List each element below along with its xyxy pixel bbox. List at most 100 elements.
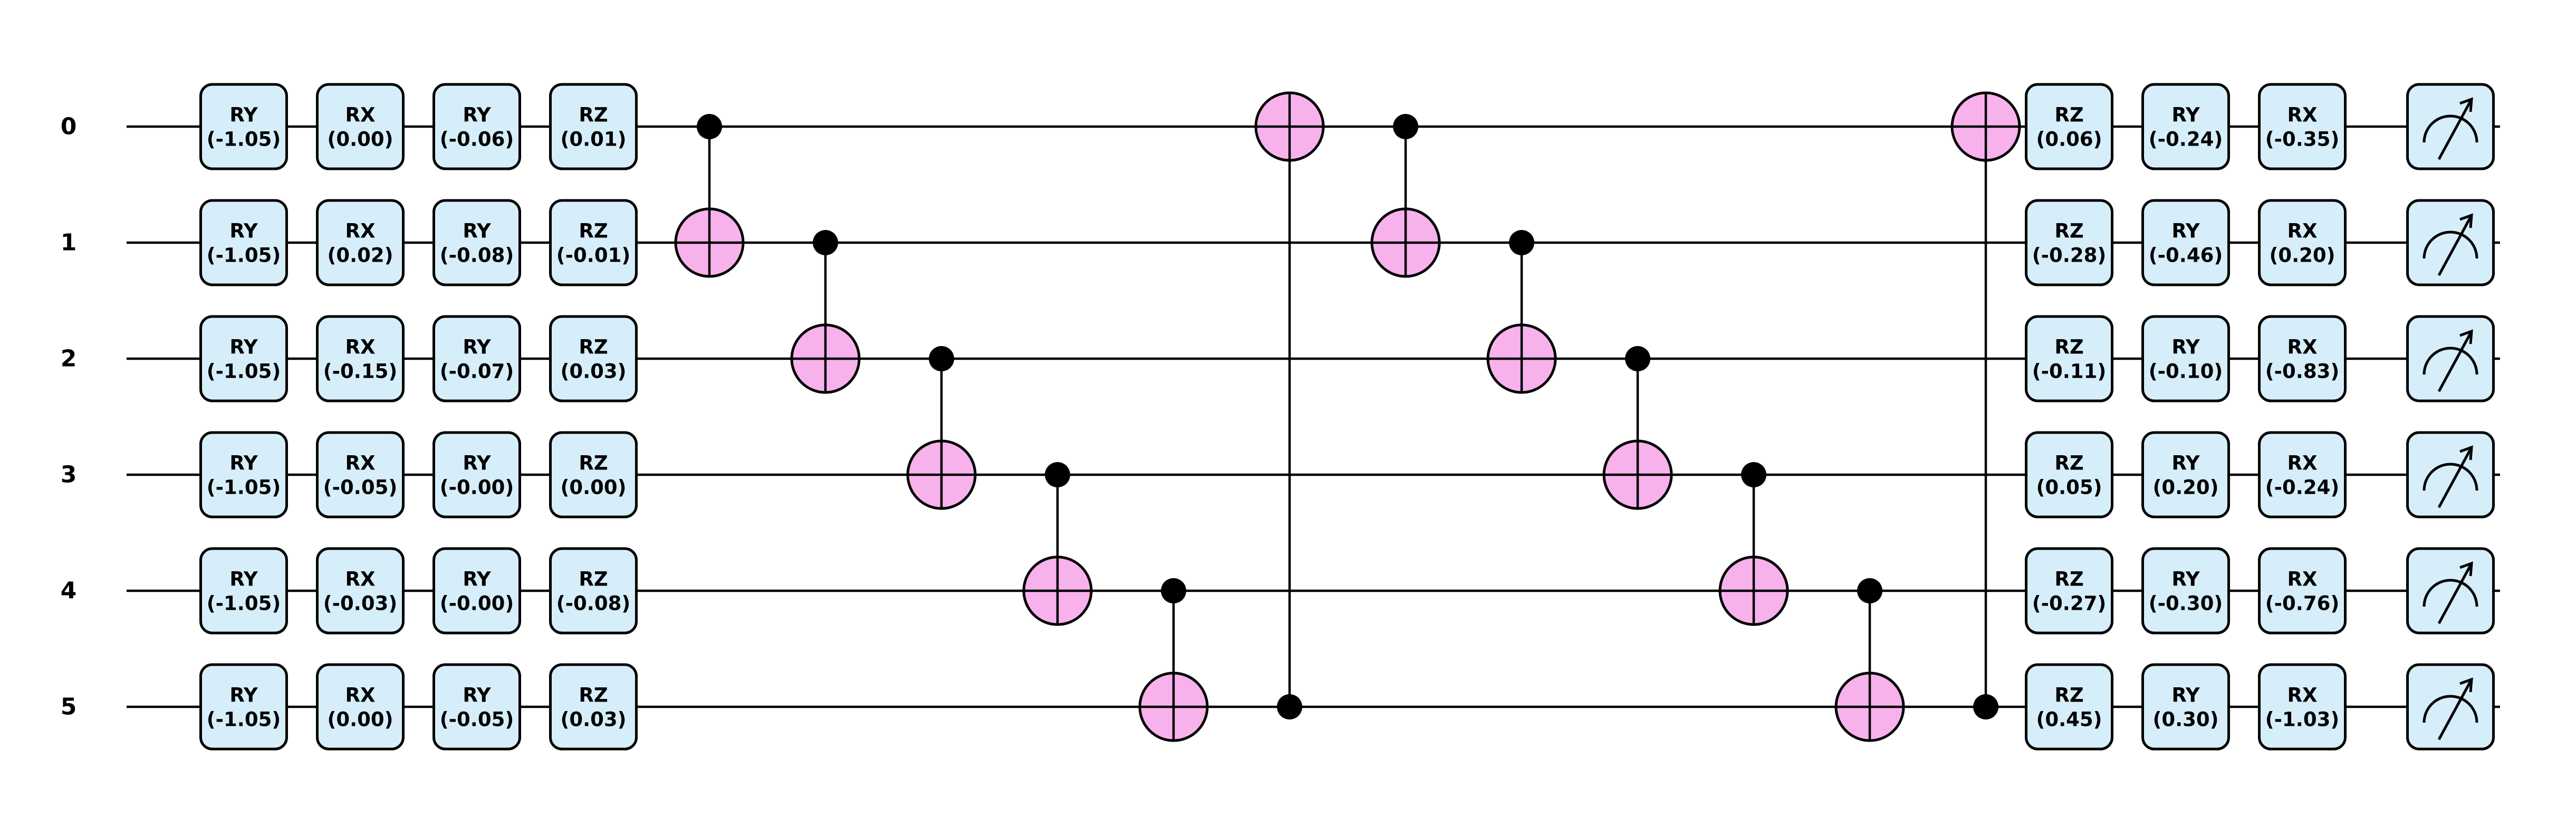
gate-name: RX [345,220,375,243]
gate-name: RY [463,336,491,359]
meter-arrowhead-icon [2459,677,2473,693]
gate-box [199,547,288,635]
rotation-gate-rx: RX(0.00) [316,663,405,751]
gate-param: (0.20) [2269,244,2335,267]
gate-param: (-0.27) [2032,592,2106,615]
gate-name: RX [345,684,375,707]
gate-name: RY [463,452,491,475]
gate-param: (-0.00) [440,476,514,499]
gate-box [2141,83,2230,170]
rotation-gate-rx: RX(-1.03) [2258,663,2347,751]
rotation-gate-rz: RZ(0.03) [549,315,638,402]
measurement-gate [2406,315,2495,402]
meter-arc-icon [2423,579,2478,607]
control-dot [1161,578,1186,603]
rotation-gate-ry: RY(-0.05) [432,663,521,751]
gate-param: (0.03) [560,708,626,731]
gate-name: RZ [2054,684,2083,707]
rotation-gate-ry: RY(-1.05) [199,315,288,402]
measurement-gate [2406,547,2495,635]
meter-arc-icon [2423,695,2478,723]
gate-box [432,431,521,519]
gate-name: RY [2171,104,2200,127]
gate-param: (-0.76) [2265,592,2339,615]
gate-param: (-1.05) [207,708,281,731]
gate-name: RY [2171,220,2200,243]
meter-box [2406,83,2495,170]
gate-box [549,547,638,635]
gate-param: (0.00) [560,476,626,499]
gate-box [432,83,521,170]
gate-box [2025,199,2113,286]
meter-arc-icon [2423,463,2478,491]
meter-arc-icon [2423,114,2478,143]
gate-box [2141,199,2230,286]
measurement-gate [2406,431,2495,519]
cnot-gate [1370,114,1441,278]
gate-param: (0.00) [327,128,393,151]
rotation-gate-rx: RX(-0.76) [2258,547,2347,635]
meter-needle-icon [2437,330,2473,392]
gate-name: RX [345,568,375,591]
gate-name: RZ [2054,336,2083,359]
rotation-gate-ry: RY(0.30) [2141,663,2230,751]
gate-name: RY [229,104,258,127]
qubit-label: 0 [61,113,77,140]
gate-box [2258,547,2347,635]
rotation-gate-rx: RX(-0.24) [2258,431,2347,519]
gate-param: (0.01) [560,128,626,151]
cnot-gate [1950,91,2021,719]
cnot-gate [1602,346,1673,510]
gate-name: RZ [579,336,608,359]
gate-box [2025,83,2113,170]
control-dot [1741,462,1766,487]
gate-param: (0.30) [2152,708,2218,731]
gate-param: (0.03) [560,360,626,383]
gate-name: RX [345,104,375,127]
rotation-gate-rx: RX(-0.35) [2258,83,2347,170]
gate-param: (-0.05) [323,476,397,499]
gate-param: (0.05) [2036,476,2102,499]
rotation-gate-rz: RZ(0.01) [549,83,638,170]
rotation-gate-rz: RZ(-0.01) [549,199,638,286]
gate-name: RZ [2054,568,2083,591]
rotation-gate-rx: RX(-0.05) [316,431,405,519]
gate-name: RZ [579,220,608,243]
measurement-gate [2406,199,2495,286]
gate-name: RZ [579,684,608,707]
rotation-gate-rx: RX(-0.15) [316,315,405,402]
gate-box [549,663,638,751]
meter-box [2406,315,2495,402]
gate-box [199,199,288,286]
meter-needle-icon [2437,678,2473,741]
rotation-gate-ry: RY(0.20) [2141,431,2230,519]
rotation-gate-rz: RZ(-0.28) [2025,199,2113,286]
gate-name: RX [2287,104,2317,127]
gate-name: RY [229,336,258,359]
gate-name: RY [229,220,258,243]
control-dot [929,346,954,371]
rotation-gate-ry: RY(-0.00) [432,431,521,519]
gate-param: (-1.05) [207,592,281,615]
cnots-layer [674,91,2021,742]
gate-name: RY [463,104,491,127]
gate-box [549,315,638,402]
cnot-gate [790,230,861,394]
rotation-gate-ry: RY(-1.05) [199,83,288,170]
gate-name: RX [2287,452,2317,475]
gate-box [2258,83,2347,170]
gate-box [2025,315,2113,402]
gate-box [316,199,405,286]
rotation-gate-ry: RY(-0.07) [432,315,521,402]
gate-box [2141,663,2230,751]
meter-box [2406,199,2495,286]
rotation-gate-ry: RY(-1.05) [199,547,288,635]
gate-name: RY [463,568,491,591]
gate-name: RZ [2054,104,2083,127]
gate-name: RX [2287,684,2317,707]
gate-param: (-1.05) [207,360,281,383]
gate-name: RZ [2054,220,2083,243]
rotation-gate-rx: RX(-0.83) [2258,315,2347,402]
rotation-gate-rx: RX(0.20) [2258,199,2347,286]
